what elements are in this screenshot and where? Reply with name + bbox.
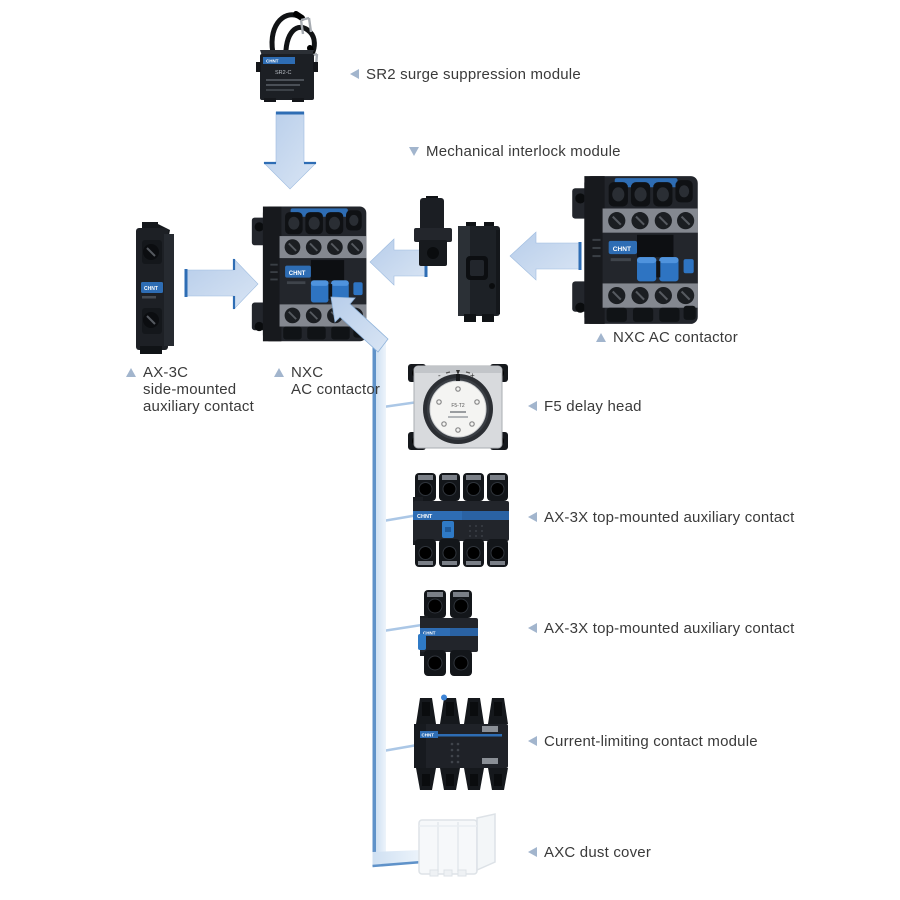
svg-text:+: +	[470, 371, 475, 380]
ribbon-body	[376, 341, 386, 856]
ax3x-top2-label-text: AX-3X top-mounted auxiliary contact	[544, 620, 795, 637]
ax3x-2pole-graphic: CHNT	[418, 590, 478, 676]
ax3c-label-line2: side-mounted	[143, 381, 237, 398]
sr2-module-image: CHNT SR2-C	[254, 4, 324, 104]
interlock-label-text: Mechanical interlock module	[426, 143, 621, 160]
sr2-module-graphic: CHNT SR2-C	[256, 11, 319, 102]
nxc-contactor-right-graphic	[570, 168, 702, 330]
ax3c-contact-image: CHNT	[124, 220, 182, 355]
ax3c-graphic: CHNT	[136, 222, 174, 354]
sr2-label-text: SR2 surge suppression module	[366, 66, 581, 83]
left-triangle-icon	[528, 623, 537, 633]
ax3c-label-line1: AX-3C	[143, 364, 189, 381]
ax3x-top1-label: AX-3X top-mounted auxiliary contact	[528, 509, 794, 526]
axc-dust-cover-graphic	[418, 813, 496, 877]
axc-label: AXC dust cover	[528, 844, 651, 861]
left-triangle-icon	[350, 69, 359, 79]
fork-terminal-1	[299, 16, 313, 35]
left-triangle-icon	[528, 736, 537, 746]
up-triangle-icon	[596, 333, 606, 342]
ax3c-label-text: AX-3C side-mounted auxiliary contact	[143, 364, 254, 415]
right-arrow	[185, 258, 259, 310]
interlock-label: Mechanical interlock module	[409, 143, 621, 160]
nxc-contactor-center-graphic	[250, 198, 370, 348]
nxc-label-line1: NXC	[291, 364, 324, 381]
ax3x-top2-label: AX-3X top-mounted auxiliary contact	[528, 620, 794, 637]
interlock-part-b-graphic	[458, 222, 500, 322]
nxc-contactor-center-image	[250, 198, 370, 348]
nxc-label-line2: AC contactor	[291, 381, 381, 398]
clm-label: Current-limiting contact module	[528, 733, 758, 750]
ax3x4-brand-text: CHNT	[417, 514, 433, 520]
ax3x-top1-label-text: AX-3X top-mounted auxiliary contact	[544, 509, 795, 526]
nxc-center-label: NXC AC contactor	[274, 364, 380, 398]
interlock-part-b-image	[452, 222, 506, 324]
clm-label-text: Current-limiting contact module	[544, 733, 758, 750]
nxc-right-label-text: NXC AC contactor	[613, 329, 738, 346]
axc-dust-cover-image	[416, 812, 498, 882]
f5-model-text: F5-T2	[451, 403, 465, 409]
ribbon-foot	[372, 850, 422, 866]
sr2-label: SR2 surge suppression module	[350, 66, 581, 83]
svg-text:-: -	[438, 371, 441, 380]
up-triangle-icon	[274, 368, 284, 377]
ax3c-brand-text: CHNT	[144, 286, 158, 292]
up-triangle-icon	[126, 368, 136, 377]
f5-delay-head-image: - + F5-T2	[406, 358, 510, 456]
left-triangle-icon	[528, 847, 537, 857]
ax3x-2pole-image: CHNT	[418, 588, 480, 678]
ribbon-edge	[372, 341, 376, 858]
f5-delay-head-graphic: - + F5-T2	[408, 364, 508, 450]
nxc-center-label-text: NXC AC contactor	[291, 364, 380, 398]
current-limiting-module-image: CHNT	[412, 694, 510, 792]
interlock-part-a-graphic	[414, 196, 452, 266]
f5-label: F5 delay head	[528, 398, 642, 415]
down-arrow	[263, 111, 317, 190]
axc-label-text: AXC dust cover	[544, 844, 652, 861]
ribbon-foot-edge	[372, 860, 423, 868]
interlock-part-a-image	[410, 196, 456, 270]
nxc-right-label: NXC AC contactor	[596, 329, 738, 346]
ax3x-4pole-graphic: CHNT	[413, 473, 509, 567]
sr2-model-text: SR2-C	[275, 70, 292, 76]
f5-label-text: F5 delay head	[544, 398, 642, 415]
ax3c-label-line3: auxiliary contact	[143, 398, 254, 415]
left-triangle-icon	[528, 512, 537, 522]
down-triangle-icon	[409, 147, 419, 156]
left-triangle-icon	[528, 401, 537, 411]
sr2-brand-text: CHNT	[266, 59, 279, 64]
ax3x2-brand-text: CHNT	[423, 631, 436, 636]
current-limiting-module-graphic: CHNT	[414, 694, 508, 790]
ax3c-label: AX-3C side-mounted auxiliary contact	[126, 364, 254, 415]
ax3x-4pole-image: CHNT	[412, 471, 510, 569]
nxc-contactor-right-image	[570, 168, 702, 330]
clm-brand-text: CHNT	[422, 733, 435, 738]
